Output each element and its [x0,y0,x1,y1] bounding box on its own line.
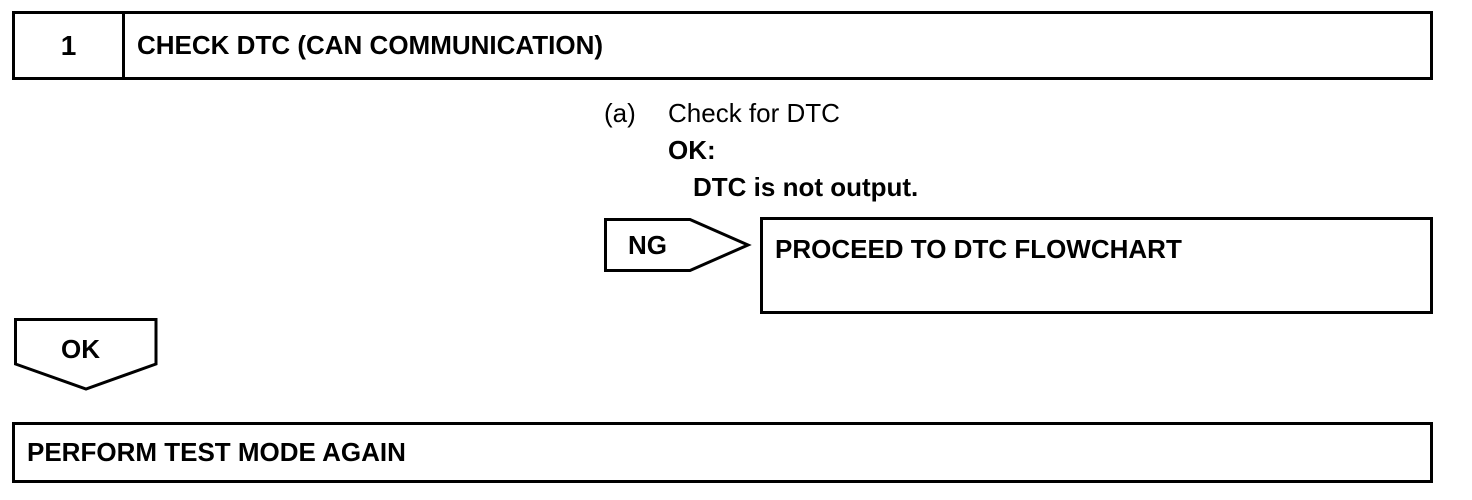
instruction-marker: (a) [604,98,636,128]
ng-result-text: PROCEED TO DTC FLOWCHART [775,234,1182,264]
step-header-box: 1 CHECK DTC (CAN COMMUNICATION) [12,11,1433,80]
ng-result-box: PROCEED TO DTC FLOWCHART [760,217,1433,314]
ok-arrow-shape [14,318,158,391]
ng-label: NG [628,230,667,260]
ok-arrow-label: OK [61,334,100,364]
final-step-box: PERFORM TEST MODE AGAIN [12,422,1433,483]
ok-criteria-condition: DTC is not output. [693,172,919,202]
instruction-text: Check for DTC [668,98,840,128]
step-number: 1 [15,14,125,77]
step-title: CHECK DTC (CAN COMMUNICATION) [137,30,604,60]
ok-criteria-label: OK: [668,135,716,165]
ng-arrow-shape [604,218,752,272]
